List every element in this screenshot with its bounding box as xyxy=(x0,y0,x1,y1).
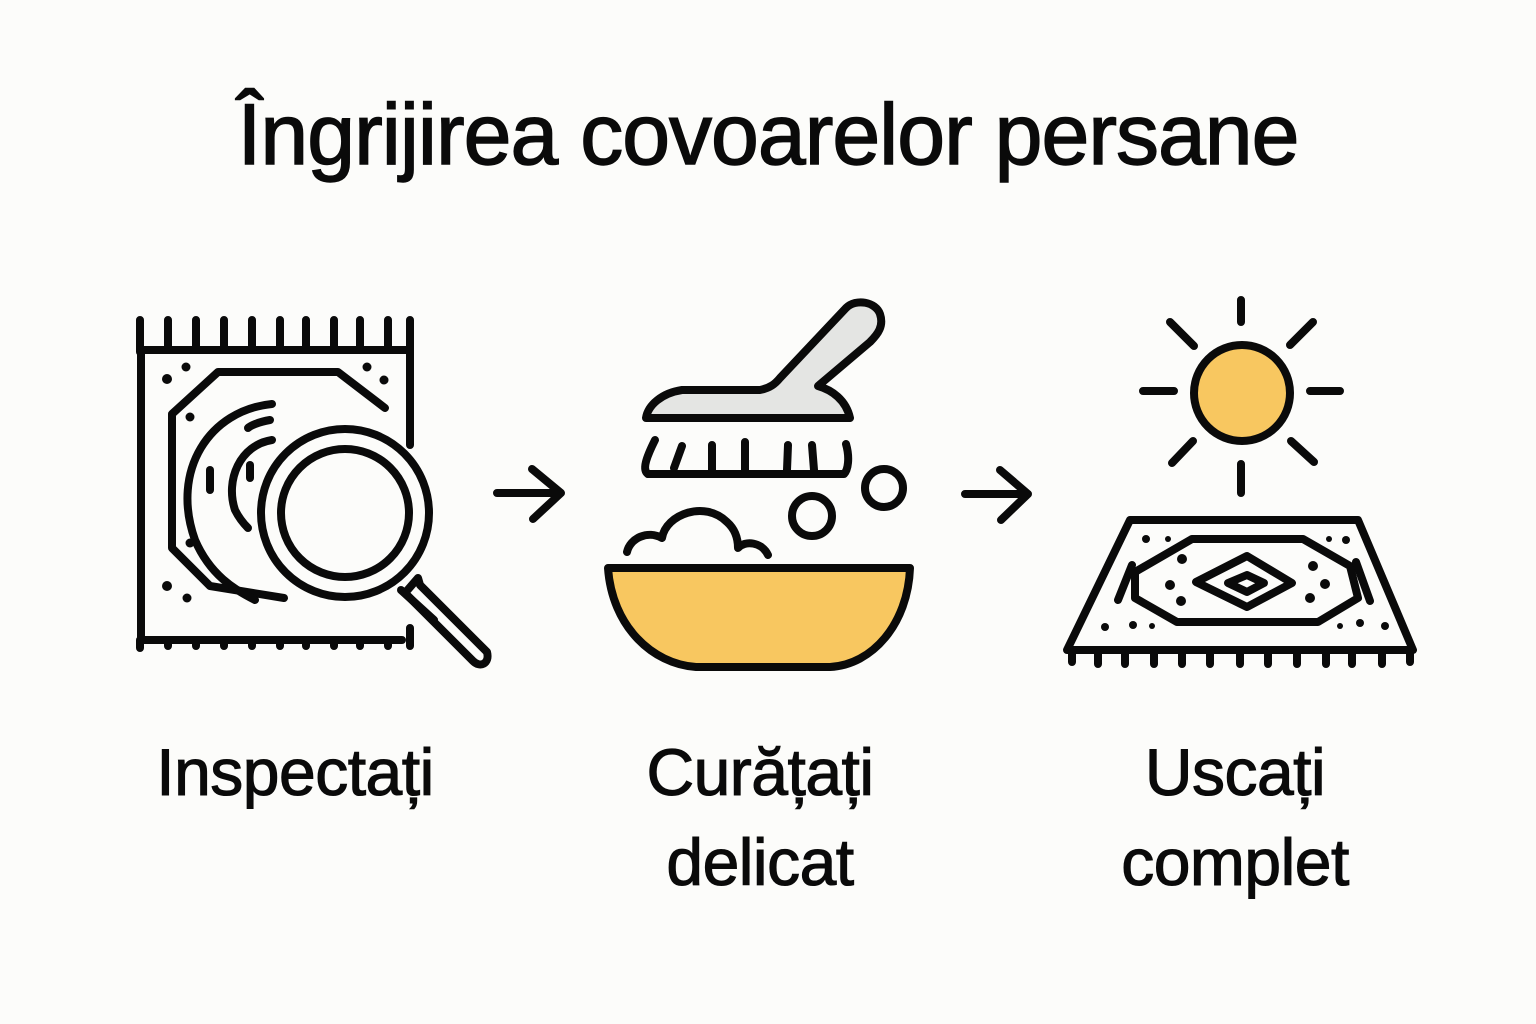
step-label-line1: Uscați xyxy=(1144,734,1326,809)
step-label-dry: Uscați complet xyxy=(1035,727,1435,907)
step-label-line2: complet xyxy=(1121,824,1350,899)
page-title: Îngrijirea covoarelor persane xyxy=(237,87,1300,183)
sun-rug-icon xyxy=(1055,290,1435,675)
step-label-inspect: Inspectați xyxy=(95,727,495,817)
step-label-line1: Curățați xyxy=(646,734,875,809)
arrow-right-icon xyxy=(960,465,1040,524)
rug-magnifier-icon xyxy=(130,308,500,669)
step-label-line1: Inspectați xyxy=(156,734,435,809)
brush-bowl-icon xyxy=(600,295,920,675)
arrow-right-icon xyxy=(492,465,572,523)
step-label-line2: delicat xyxy=(666,824,855,899)
step-label-clean: Curățați delicat xyxy=(560,727,960,907)
